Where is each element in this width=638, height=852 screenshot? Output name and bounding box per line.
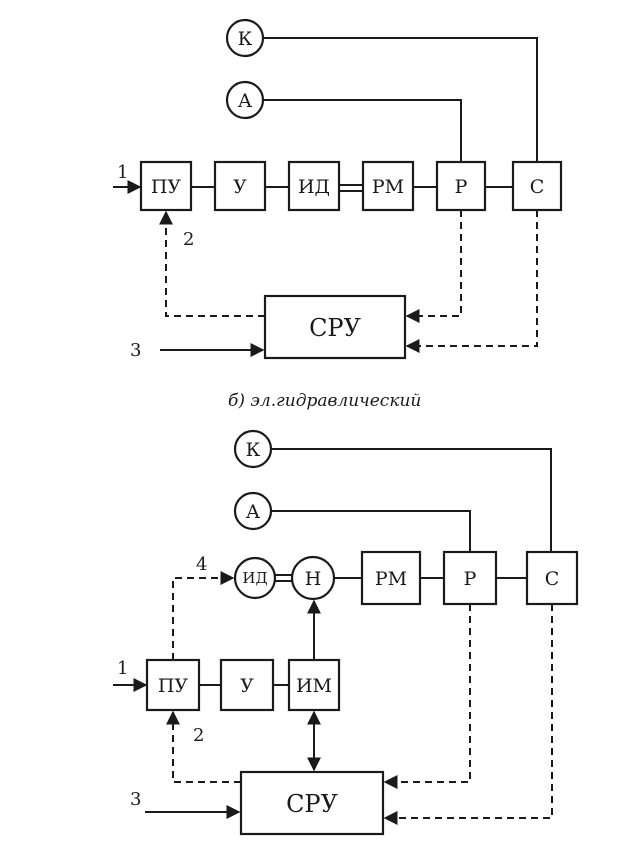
feedback-sru-to-pu-top	[159, 210, 265, 317]
input-3-label-bottom: 3	[130, 789, 141, 810]
node-id-bottom	[233, 556, 277, 600]
input-3-label-top: 3	[130, 340, 141, 361]
block-rm-bottom-label: РМ	[375, 568, 407, 590]
block-r-top	[435, 160, 487, 212]
input-2-label-bottom: 2	[193, 725, 204, 746]
node-a-bottom-label: А	[246, 501, 261, 523]
input-1-label-bottom: 1	[117, 658, 128, 679]
link-a-to-r-top	[263, 99, 462, 162]
block-r-bottom	[442, 550, 498, 606]
input-1-label-top: 1	[117, 162, 128, 183]
block-s-top-label: С	[530, 176, 545, 198]
block-u-bottom-label: У	[240, 675, 254, 697]
link-a-to-r-bottom	[271, 510, 471, 552]
input-4-label-bottom: 4	[196, 554, 207, 575]
block-sru-top	[263, 294, 407, 360]
diagram-caption: б) эл.гидравлический	[228, 391, 421, 411]
link-k-to-c-top	[263, 37, 538, 162]
block-r-bottom-label: Р	[464, 568, 477, 590]
block-s-top	[511, 160, 563, 212]
diagram-bottom: К А ИД Н РМ Р С 1 ПУ У ИМ	[113, 429, 579, 836]
block-sru-bottom-label: СРУ	[286, 790, 339, 818]
feedback-r-to-sru-top	[405, 210, 462, 323]
block-sru-bottom	[239, 770, 385, 836]
feedback-r-to-sru-bottom	[383, 604, 471, 789]
block-pu-bottom	[145, 658, 201, 712]
node-a-top-label: А	[238, 90, 253, 112]
block-id-top-label: ИД	[298, 176, 330, 198]
feedback-s-to-sru-bottom	[383, 604, 553, 825]
block-r-top-label: Р	[455, 176, 468, 198]
node-k-top-label: К	[238, 28, 253, 50]
block-u-top-label: У	[233, 176, 247, 198]
node-k-bottom-label: К	[246, 439, 261, 461]
diagram-top: К А 1 ПУ У ИД РМ Р С СРУ 2	[113, 18, 563, 361]
block-pu-top-label: ПУ	[151, 176, 182, 198]
block-s-bottom	[525, 550, 579, 606]
link-k-to-c-bottom	[271, 448, 552, 552]
block-id-top	[287, 160, 341, 212]
block-im-bottom-label: ИМ	[296, 675, 332, 697]
feedback-sru-to-pu-bottom	[166, 710, 241, 783]
block-u-bottom	[219, 658, 275, 712]
block-rm-top-label: РМ	[372, 176, 404, 198]
node-id-bottom-label: ИД	[242, 569, 267, 587]
block-rm-top	[361, 160, 415, 212]
node-n-bottom-label: Н	[305, 568, 322, 590]
block-pu-top	[139, 160, 193, 212]
input-2-label-top: 2	[183, 229, 194, 250]
feedback-s-to-sru-top	[405, 210, 538, 353]
link-pu-to-id-bottom	[172, 571, 235, 660]
block-s-bottom-label: С	[545, 568, 560, 590]
block-u-top	[213, 160, 267, 212]
block-sru-top-label: СРУ	[309, 314, 362, 342]
block-pu-bottom-label: ПУ	[158, 675, 189, 697]
